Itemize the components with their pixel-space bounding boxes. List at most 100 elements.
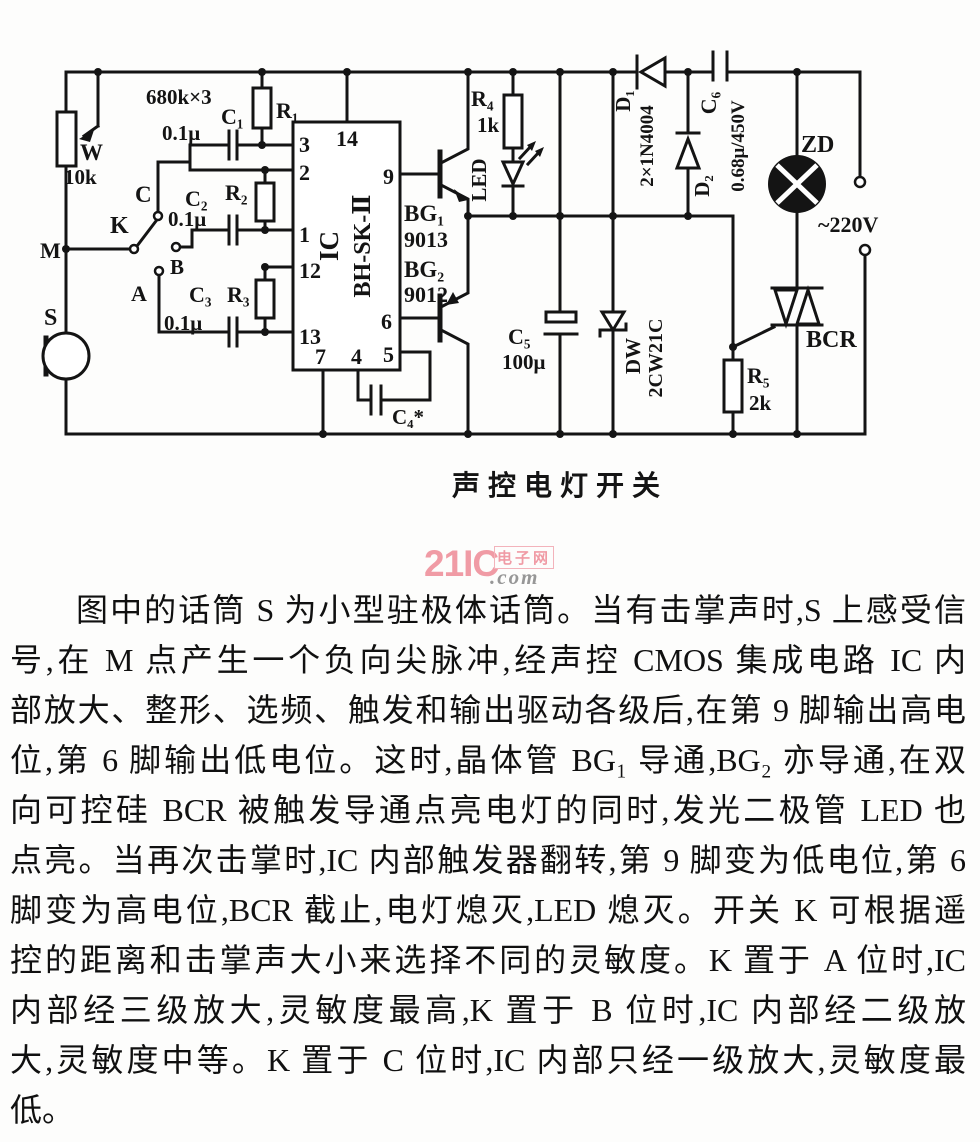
resistor-r1-body [251, 86, 273, 130]
pin9-label: 9 [383, 164, 394, 189]
mains-terminal-top [853, 175, 867, 189]
bg1-emitter-arrow [454, 189, 468, 202]
watermark-brand: 21IC [424, 543, 499, 584]
r5-label: R₅ [747, 363, 770, 388]
junction-dots [62, 68, 801, 438]
pin3-label: 3 [299, 132, 310, 157]
pos-b-label: B [170, 255, 184, 279]
body-line: 内部经三级放大,灵敏度最高,K 置于 B 位时,IC 内部经二级放 [10, 992, 966, 1028]
lamp-cross [775, 163, 819, 205]
r4-label: R₄ [471, 86, 494, 111]
bcr-label: BCR [806, 327, 857, 353]
wiper-arrow [79, 130, 94, 142]
bg1-model: 9013 [404, 227, 448, 252]
r5-value: 2k [749, 391, 772, 415]
led-emission-arrow [535, 147, 544, 157]
pin12-label: 12 [299, 258, 321, 283]
pin14-label: 14 [336, 126, 358, 151]
zd-label: ZD [801, 132, 834, 158]
pin7-label: 7 [315, 344, 326, 369]
ic-name: IC [314, 231, 344, 261]
d2-label: D₂ [690, 175, 714, 196]
c3-value: 0.1μ [164, 311, 202, 335]
r1-label: R₁ [276, 98, 298, 123]
c5-label: C₅ [508, 324, 531, 349]
d1-value: 2×1N4004 [637, 105, 658, 187]
body-line: 图中的话筒 S 为小型驻极体话筒。当有击掌声时,S 上感受信 [76, 592, 966, 628]
body-line: 点亮。当再次击掌时,IC 内部触发器翻转,第 9 脚变为低电位,第 6 [10, 842, 966, 878]
dw-model: 2CW21C [645, 319, 667, 398]
resistor-r5-body [722, 358, 744, 414]
pos-a-label: A [131, 281, 147, 306]
c6-label: C₆ [696, 91, 721, 114]
triac-triangle-right [794, 285, 822, 326]
c1-value: 0.1μ [162, 121, 200, 145]
body-text: 图中的话筒 S 为小型驻极体话筒。当有击掌声时,S 上感受信号,在 M 点产生一… [10, 585, 966, 1135]
led-emission-arrow [527, 141, 536, 151]
c4-label: C₄* [392, 405, 424, 429]
r3-label: R₃ [227, 282, 250, 307]
pin13-label: 13 [299, 324, 321, 349]
pot-value: 10k [64, 165, 97, 189]
microphone-body [41, 331, 91, 381]
body-line: 位,第 6 脚输出低电位。这时,晶体管 BG₁ 导通,BG₂ 亦导通,在双 [10, 742, 966, 778]
contact-b [170, 241, 182, 253]
bg2-emitter-arrow [446, 292, 459, 305]
led-diode [500, 160, 526, 188]
body-line: 向可控硅 BCR 被触发导通点亮电灯的同时,发光二极管 LED 也 [10, 792, 966, 828]
pin1-label: 1 [299, 222, 310, 247]
pot-label: W [80, 140, 103, 165]
bg2-model: 9012 [404, 282, 448, 307]
led-label: LED [467, 158, 491, 201]
mains-terminal-bottom [858, 243, 872, 257]
body-line: 低。 [10, 1092, 75, 1128]
c2-value: 0.1μ [168, 207, 206, 231]
c6-value: 0.68μ/450V [728, 100, 749, 192]
d1-label: D₁ [611, 90, 635, 111]
switch-pivot [128, 243, 140, 255]
c5-value: 100μ [502, 350, 546, 374]
d1-diode [638, 55, 667, 89]
c2-label: C₂ [185, 186, 208, 211]
body-line: 号,在 M 点产生一个负向尖脉冲,经声控 CMOS 集成电路 IC 内 [10, 642, 966, 678]
circuit-diagram: W 10k M K C B A S 680k×3 C₁ 0.1μ R₁ C₂ R… [40, 50, 878, 438]
potentiometer-body [55, 110, 78, 168]
body-line: 大,灵敏度中等。K 置于 C 位时,IC 内部只经一级放大,灵敏度最 [10, 1042, 966, 1078]
pin4-label: 4 [351, 344, 362, 369]
triac-triangle-left [772, 288, 800, 329]
resistor-r3-body [254, 278, 276, 320]
mains-label: ~220V [818, 212, 878, 237]
bg2-label: BG₂ [404, 257, 444, 282]
resistor-r2-body [254, 181, 276, 223]
r4-value: 1k [477, 113, 500, 137]
figure-caption: 声控电灯开关 [451, 471, 668, 502]
c1-label: C₁ [221, 104, 243, 129]
node-m-label: M [40, 238, 61, 263]
d2-diode [674, 134, 702, 170]
watermark: 21IC 电子网 .com [424, 541, 604, 591]
contact-a [153, 265, 165, 277]
c3-label: C₃ [189, 282, 212, 307]
pin2-label: 2 [299, 160, 310, 185]
resistor-group-value: 680k×3 [146, 85, 212, 109]
mic-label: S [44, 305, 57, 331]
wire-network [64, 70, 867, 436]
dw-zener [599, 310, 627, 333]
pin6-label: 6 [381, 309, 392, 334]
pos-c-label: C [135, 182, 152, 207]
pin5-label: 5 [383, 342, 394, 367]
watermark-domain: .com [490, 565, 540, 589]
ic-outline [291, 120, 402, 372]
bg1-label: BG₁ [404, 201, 444, 226]
body-line: 部放大、整形、选频、触发和输出驱动各级后,在第 9 脚输出高电 [10, 692, 966, 728]
body-line: 控的距离和击掌声大小来选择不同的灵敏度。K 置于 A 位时,IC [10, 942, 966, 978]
ic-model: BH-SK-Ⅱ [350, 195, 376, 298]
resistor-r4-body [502, 93, 524, 150]
watermark-site-name: 电子网 [494, 546, 555, 569]
c5-plate [544, 310, 578, 324]
capacitor-plates [227, 50, 729, 416]
contact-c [152, 210, 164, 222]
switch-k-label: K [110, 213, 129, 239]
r2-label: R₂ [225, 180, 248, 205]
